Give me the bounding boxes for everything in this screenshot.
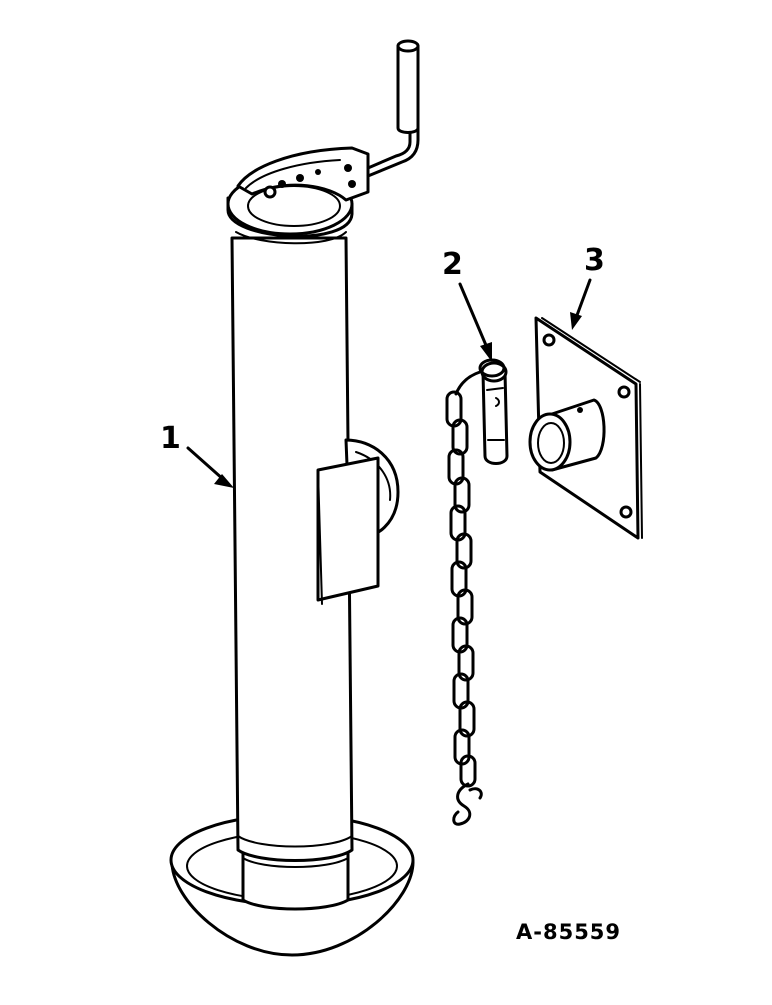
plate-socket-tube (528, 398, 606, 472)
jack-side-bracket (316, 438, 400, 605)
chain (445, 370, 483, 826)
callout-jack-number: 1 (160, 421, 181, 456)
pin-and-chain (445, 358, 509, 826)
callout-pin-chain-number: 2 (442, 247, 463, 282)
jack-inner-foot (241, 846, 350, 911)
jack-crank-housing (236, 146, 370, 202)
drawing-reference-number: A-85559 (516, 920, 622, 944)
mounting-plate (528, 316, 643, 540)
jack-crank-handle (366, 39, 420, 178)
leader-arrow-1 (186, 446, 234, 488)
leader-arrow-3 (570, 278, 592, 330)
callout-mount-plate-number: 3 (584, 243, 605, 278)
leader-arrow-2 (458, 282, 492, 362)
jack-main-tube (230, 236, 354, 862)
jack-stand (169, 39, 420, 957)
lock-pin (480, 361, 509, 465)
